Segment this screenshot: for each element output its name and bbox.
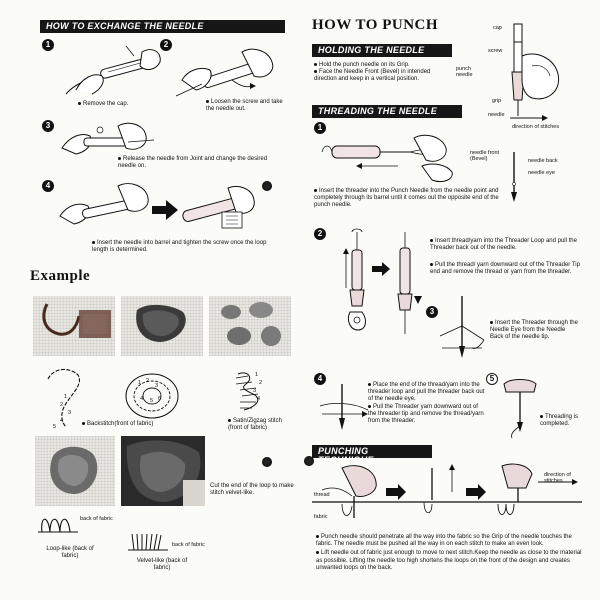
punching-bullet-1: Punch needle should penetrate all the wa… <box>316 534 572 548</box>
thread-step-4-caption-b: Pull the Threader yarn downward out of t… <box>368 404 484 425</box>
punch-direction-label: direction of stitches <box>544 472 571 485</box>
thread-step-3-number: 3 <box>426 306 438 318</box>
thread-step-3-illustration <box>439 296 485 358</box>
step-2-illustration <box>175 48 274 97</box>
circle-number-3: 3 <box>155 383 159 389</box>
holding-direction-arrow <box>510 115 548 121</box>
holding-needle-header: HOLDING THE NEEDLE <box>312 44 452 57</box>
thread-step-1-caption: Insert the threader into the Punch Needl… <box>314 188 499 209</box>
step-2-caption: Loosen the screw and take the needle out… <box>206 99 283 113</box>
example-photo-5-velvet <box>126 440 205 506</box>
thread-step-2-caption-b: Pull the thread/ yarn downward out of th… <box>430 262 580 276</box>
step-3-caption: Release the needle from Joint and change… <box>118 156 268 170</box>
circle-number-6: 6 <box>158 396 162 402</box>
needle-eye-label: needle eye <box>528 170 555 176</box>
thread-step-4-caption-a: Place the end of the thread/yarn into th… <box>368 382 485 403</box>
thread-step-4-illustration <box>319 384 369 430</box>
punching-technique-illustration <box>312 463 582 518</box>
step-4-caption: Insert the needle into barrel and tighte… <box>92 240 267 254</box>
punch-thread-label: thread <box>314 492 330 498</box>
binder-hole-2 <box>262 457 272 467</box>
grip-label: grip <box>492 98 502 104</box>
circle-number-2: 2 <box>146 378 150 384</box>
step-4-number: 4 <box>42 180 54 192</box>
punching-bullets: Punch needle should penetrate all the wa… <box>316 534 588 572</box>
thread-step-2-illustration <box>343 228 422 334</box>
step-1-illustration <box>65 45 161 95</box>
example-photo-3-stitches <box>221 302 281 346</box>
thread-step-2-number: 2 <box>314 228 326 240</box>
example-photo-1-stitches <box>42 303 111 338</box>
thread-step-4-number: 4 <box>314 373 326 385</box>
velvet-like-diagram <box>128 533 168 551</box>
needle-front-label: needle front (Bevel) <box>470 150 500 163</box>
example-photo-2-stitches <box>136 304 186 342</box>
velvet-back-of-fabric-label: back of fabric <box>172 542 205 548</box>
loop-like-diagram <box>38 518 78 533</box>
thread-step-3-caption: Insert the Threader through the Needle E… <box>490 320 578 341</box>
step-3-illustration <box>61 122 155 155</box>
example-photo-4-loops <box>50 446 98 494</box>
backstitch-number-5: 5 <box>53 424 57 430</box>
threading-needle-header: THREADING THE NEEDLE <box>312 105 462 118</box>
satin-caption: Satin/Zigzag stitch (front of fabric) <box>228 418 283 432</box>
step-3-number: 3 <box>42 120 54 132</box>
thread-step-1-number: 1 <box>314 122 326 134</box>
circle-number-1: 1 <box>138 380 142 386</box>
thread-step-1-illustration <box>321 134 453 183</box>
punching-technique-header: PUNCHING TECHNIQUE <box>312 445 432 465</box>
backstitch-number-1: 1 <box>64 394 68 400</box>
circle-number-5: 5 <box>150 398 154 404</box>
satin-number-2: 2 <box>259 380 263 386</box>
velvet-like-caption: Velvet-like (back of fabric) <box>136 558 188 572</box>
screw-label: screw <box>488 48 503 54</box>
holding-direction-label: direction of stitches <box>512 124 560 130</box>
binder-hole-3 <box>304 456 314 466</box>
binder-hole-1 <box>262 181 272 191</box>
backstitch-number-3: 3 <box>68 410 72 416</box>
how-to-punch-title: HOW TO PUNCH <box>312 17 439 33</box>
loop-back-of-fabric-label: back of fabric <box>80 516 113 522</box>
satin-number-3: 3 <box>253 388 257 394</box>
holding-needle-illustration <box>511 23 560 116</box>
exchange-needle-header: HOW TO EXCHANGE THE NEEDLE <box>40 20 285 33</box>
holding-bullets: Hold the punch needle on its Grip. Face … <box>314 62 454 84</box>
backstitch-number-4: 4 <box>60 418 64 424</box>
example-title: Example <box>30 268 91 284</box>
holding-bullet-1: Hold the punch needle on its Grip. <box>314 62 454 69</box>
step-1-number: 1 <box>42 39 54 51</box>
thread-step-2-caption-a: Insert thread/yarn into the Threader Loo… <box>430 238 577 252</box>
thread-step-5-caption: Threading is completed. <box>540 414 579 428</box>
needle-back-label: needle back <box>528 158 558 164</box>
punching-bullet-2: Lift needle out of fabric just enough to… <box>316 550 582 571</box>
step-4-illustration <box>59 183 255 229</box>
satin-number-4: 4 <box>257 396 261 402</box>
cut-loop-caption: Cut the end of the loop to make stitch v… <box>210 483 294 497</box>
step-1-caption: Remove the cap. <box>78 101 128 108</box>
loop-like-caption: Loop-like (back of fabric) <box>46 546 94 560</box>
thread-step-5-illustration <box>503 379 537 439</box>
cap-label: cap <box>493 25 502 31</box>
satin-stitch-diagram <box>235 372 259 411</box>
punch-needle-label: punch needle <box>456 66 473 79</box>
needle-label: needle <box>488 112 505 118</box>
circle-number-4: 4 <box>140 396 144 402</box>
backstitch-number-2: 2 <box>60 402 64 408</box>
satin-number-1: 1 <box>255 372 259 378</box>
example-photo-3 <box>209 296 291 356</box>
step-2-number: 2 <box>160 39 172 51</box>
backstitch-diagram <box>47 368 80 428</box>
backstitch-caption: Backstitch(front of fabric) <box>82 421 153 428</box>
thread-step-5-number: 5 <box>486 373 498 385</box>
holding-bullet-2: Face the Needle Front (Bevel) in intende… <box>314 69 431 83</box>
punch-fabric-label: fabric <box>314 514 328 520</box>
circular-stitch-diagram <box>125 373 179 419</box>
needle-tip-diagram <box>511 152 517 202</box>
